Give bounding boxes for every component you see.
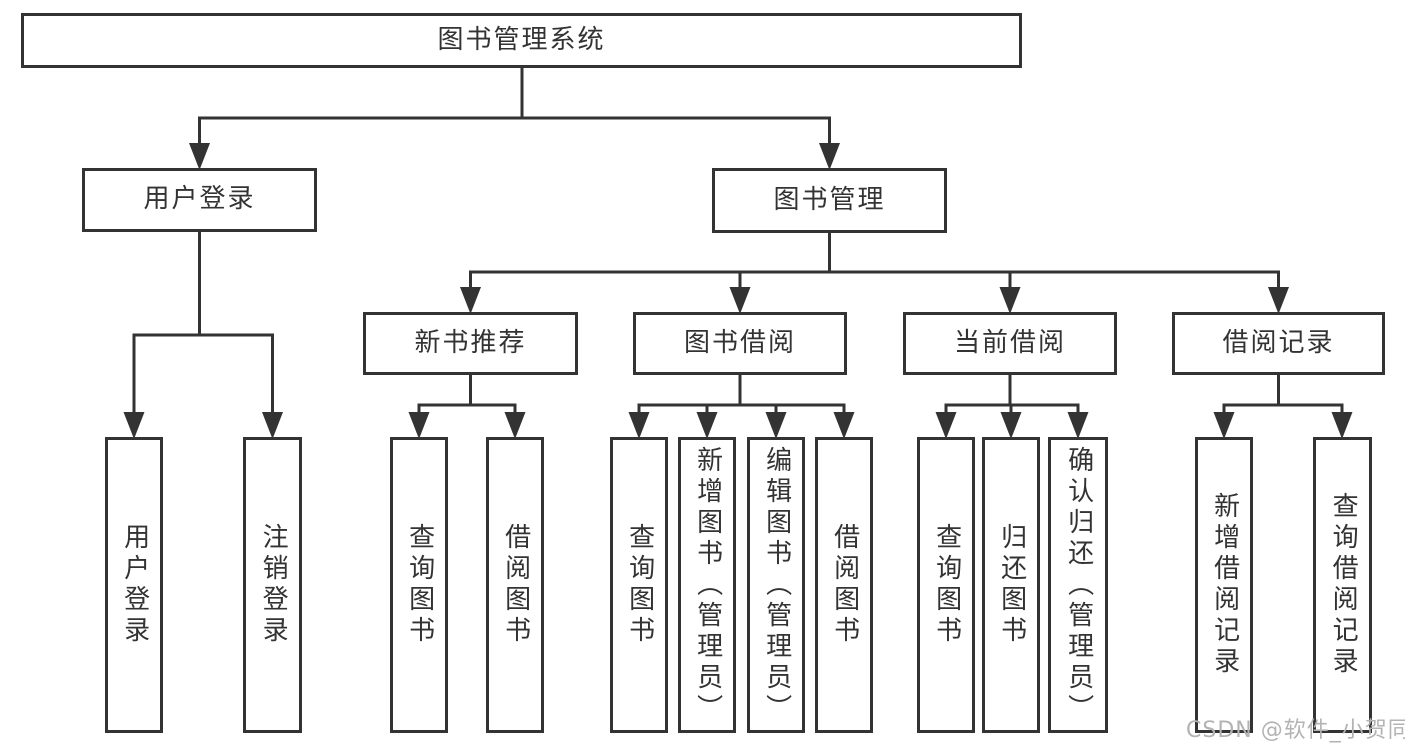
leaf-confirm-return-admin: 确认归还（管理员） — [1048, 437, 1108, 733]
leaf-logout: 注销登录 — [243, 437, 302, 733]
node-book-management: 图书管理 — [712, 168, 947, 233]
leaf-query-books-current: 查询图书 — [917, 437, 975, 733]
leaf-borrow-books-recommend: 借阅图书 — [486, 437, 544, 733]
node-library-management-system: 图书管理系统 — [21, 13, 1022, 68]
leaf-query-borrow-record: 查询借阅记录 — [1313, 437, 1372, 733]
leaf-query-books-borrowing: 查询图书 — [610, 437, 668, 733]
leaf-query-books-recommend: 查询图书 — [390, 437, 448, 733]
node-user-login: 用户登录 — [82, 168, 317, 232]
edge-root-to-level2 — [198, 64, 831, 152]
node-current-borrowing: 当前借阅 — [903, 312, 1117, 375]
edge-borrowing-children — [637, 373, 846, 419]
edge-book-mgmt-children — [469, 231, 1280, 294]
edge-new-books-children — [417, 373, 517, 419]
node-borrowing-records: 借阅记录 — [1172, 312, 1385, 375]
leaf-edit-books-admin: 编辑图书（管理员） — [747, 437, 805, 733]
leaf-return-books: 归还图书 — [982, 437, 1040, 733]
edge-user-login-children — [132, 230, 274, 417]
leaf-add-borrow-record: 新增借阅记录 — [1195, 437, 1253, 733]
csdn-watermark: CSDN @软件_小贺同学 — [1186, 718, 1405, 743]
arrowheads — [123, 143, 1353, 439]
node-book-borrowing: 图书借阅 — [633, 312, 847, 375]
leaf-user-login: 用户登录 — [105, 437, 163, 733]
leaf-add-books-admin: 新增图书（管理员） — [678, 437, 736, 733]
edge-current-children — [944, 373, 1080, 419]
leaf-borrow-books-borrowing: 借阅图书 — [815, 437, 873, 733]
edge-records-children — [1222, 373, 1344, 419]
node-new-book-recommendation: 新书推荐 — [363, 312, 578, 375]
